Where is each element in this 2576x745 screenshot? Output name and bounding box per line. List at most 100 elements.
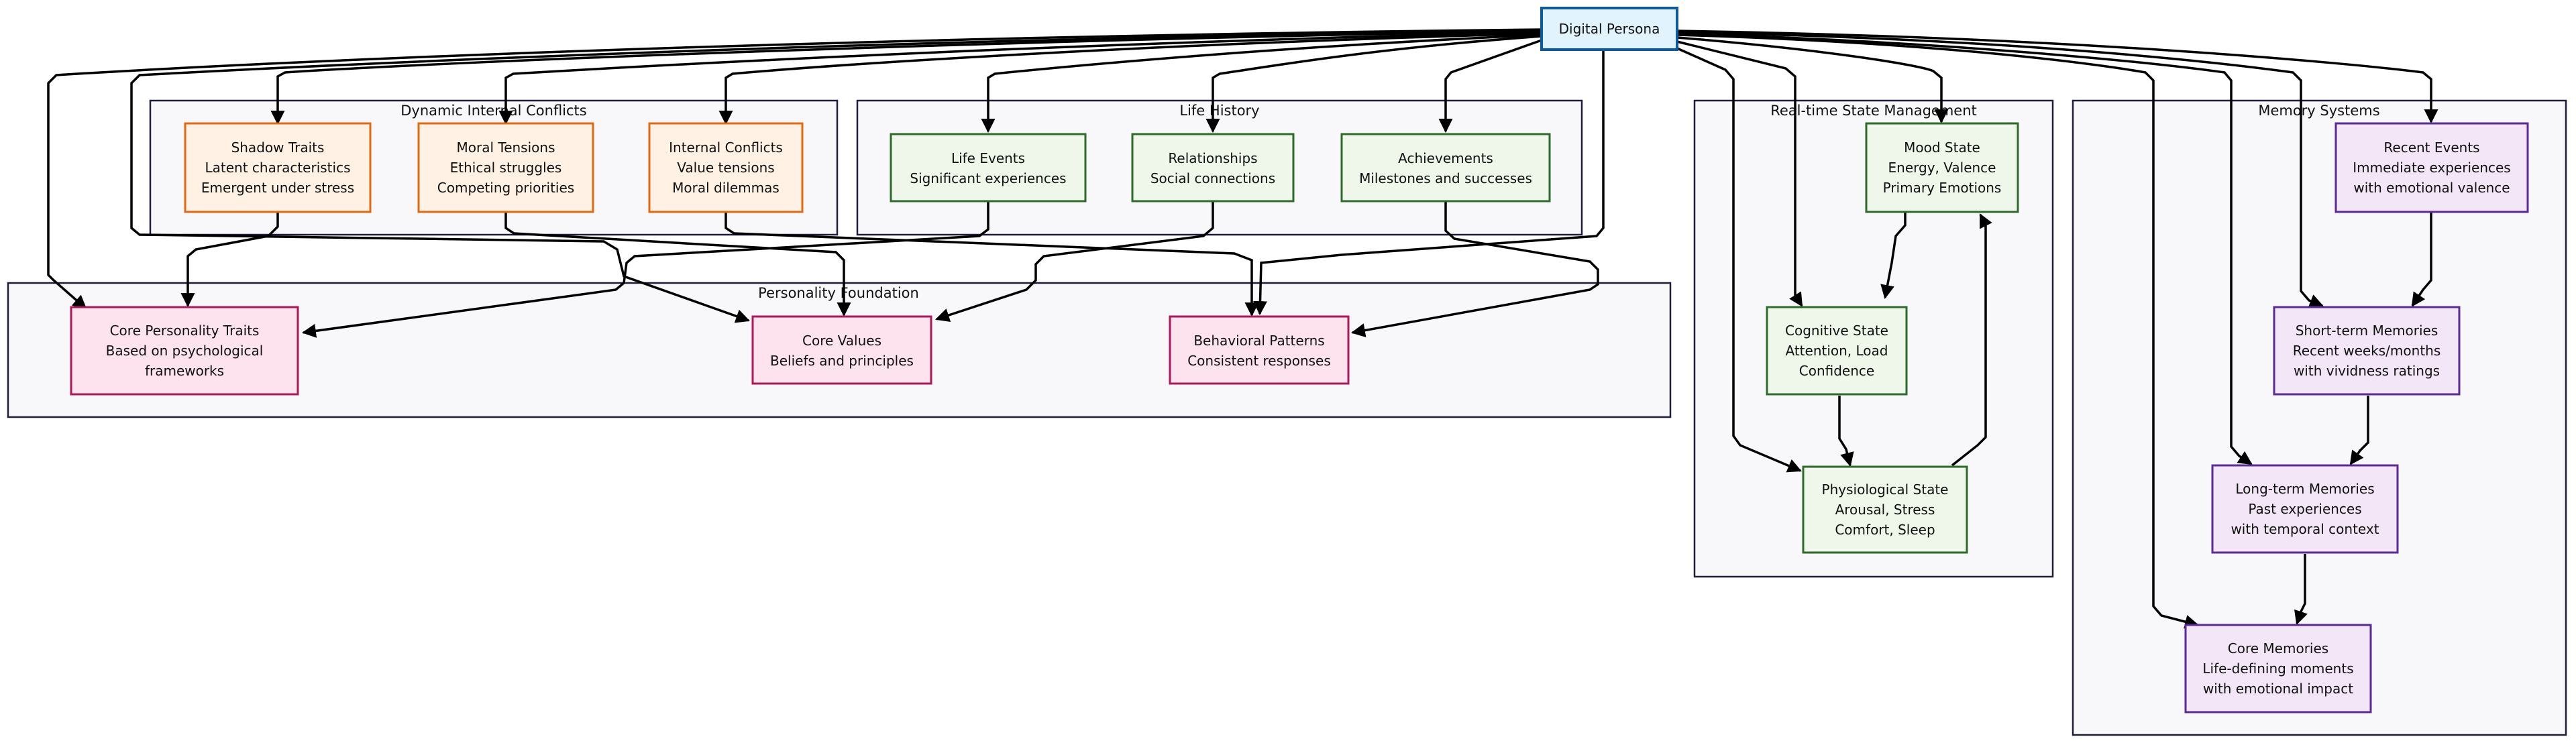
node-recent-events[interactable]: Recent Events Immediate experiences with…: [2334, 122, 2529, 213]
node-box: [70, 306, 299, 396]
node-label: Behavioral Patterns: [1193, 333, 1324, 349]
edge-shadow-coretraits: [180, 212, 279, 308]
edge-moral-corevalues: [504, 212, 851, 317]
edge-root-coretraits: [47, 28, 1542, 310]
cluster-title-realtime: Real-time State Management: [1770, 103, 1977, 119]
node-box: [751, 315, 932, 385]
node-label: Life Events: [951, 150, 1025, 166]
node-physiological-state[interactable]: Physiological State Arousal, Stress Comf…: [1802, 465, 1968, 554]
edge-achievements-behavioral: [1350, 201, 1599, 337]
edge-root-cognitive: [1676, 40, 1803, 307]
node-label: Immediate experiences: [2353, 160, 2510, 176]
node-label: Competing priorities: [437, 180, 574, 196]
node-mood-state[interactable]: Mood State Energy, Valence Primary Emoti…: [1865, 122, 2019, 213]
node-label: Arousal, Stress: [1835, 502, 1935, 518]
node-label: Long-term Memories: [2235, 481, 2374, 497]
edge-root-achievements: [1438, 39, 1542, 133]
node-shadow-traits[interactable]: Shadow Traits Latent characteristics Eme…: [184, 122, 372, 213]
edge-root-shortterm: [1676, 31, 2324, 308]
node-relationships[interactable]: Relationships Social connections: [1131, 133, 1295, 203]
edge-root-longterm: [1676, 32, 2253, 465]
node-label: Core Values: [802, 333, 881, 349]
node-label: Core Memories: [2228, 640, 2328, 656]
node-core-values[interactable]: Core Values Beliefs and principles: [751, 315, 932, 385]
nodes: Digital Persona Shadow Traits Latent cha…: [70, 7, 2529, 713]
node-label: Life-defining moments: [2202, 661, 2353, 677]
node-box: [2211, 464, 2399, 554]
node-label: Recent Events: [2383, 139, 2479, 156]
node-box: [1131, 133, 1295, 203]
edge-root-physio: [1676, 47, 1802, 473]
edge-root-corevalues: [130, 30, 1542, 323]
edge-root-corememories: [1676, 34, 2200, 629]
node-box: [1540, 7, 1678, 51]
edge-cognitive-physio: [1838, 396, 1854, 467]
cluster-title-memory: Memory Systems: [2258, 103, 2379, 119]
node-label: Emergent under stress: [201, 180, 354, 196]
node-label: frameworks: [145, 363, 224, 379]
node-achievements[interactable]: Achievements Milestones and successes: [1340, 133, 1551, 203]
node-behavioral-patterns[interactable]: Behavioral Patterns Consistent responses: [1169, 315, 1350, 385]
node-label: Milestones and successes: [1359, 170, 1532, 186]
node-label: Confidence: [1799, 363, 1874, 379]
edge-internal-behavioral: [724, 212, 1259, 317]
edge-root-behavioral: [1253, 47, 1605, 316]
edge-mood-cognitive: [1880, 212, 1907, 300]
edge-relationships-corevalues: [935, 201, 1214, 323]
cluster-title-conflicts: Dynamic Internal Conflicts: [400, 103, 587, 119]
node-label: Consistent responses: [1187, 353, 1331, 369]
node-cognitive-state[interactable]: Cognitive State Attention, Load Confiden…: [1766, 306, 1908, 396]
node-label: Short-term Memories: [2296, 323, 2438, 339]
node-label: Energy, Valence: [1888, 160, 1996, 176]
node-label: Ethical struggles: [450, 160, 562, 176]
node-box: [2334, 122, 2529, 213]
node-label: Attention, Load: [1786, 343, 1888, 359]
edge-root-mood: [1676, 36, 1949, 124]
node-label: Social connections: [1150, 170, 1275, 186]
node-box: [1169, 315, 1350, 385]
node-box: [1802, 465, 1968, 554]
node-label: Mood State: [1904, 139, 1980, 156]
edge-root-lifeevents: [981, 34, 1542, 133]
node-label: Moral Tensions: [457, 139, 555, 156]
node-label: with vividness ratings: [2294, 363, 2440, 379]
node-label: Comfort, Sleep: [1835, 522, 1935, 538]
edge-root-shadow: [270, 30, 1542, 125]
edge-root-moral: [498, 31, 1542, 125]
node-label: Primary Emotions: [1883, 180, 2002, 196]
node-label: Cognitive State: [1785, 323, 1888, 339]
edge-root-relationships: [1205, 35, 1542, 133]
node-label: Core Personality Traits: [110, 323, 260, 339]
node-box: [2273, 306, 2461, 396]
node-box: [184, 122, 372, 213]
node-long-term-memories[interactable]: Long-term Memories Past experiences with…: [2211, 464, 2399, 554]
node-label: with emotional valence: [2353, 180, 2510, 196]
node-label: Digital Persona: [1559, 21, 1660, 37]
node-digital-persona[interactable]: Digital Persona: [1540, 7, 1678, 51]
node-moral-tensions[interactable]: Moral Tensions Ethical struggles Competi…: [417, 122, 594, 213]
node-label: Internal Conflicts: [669, 139, 783, 156]
node-box: [890, 133, 1087, 203]
node-label: Past experiences: [2248, 501, 2361, 517]
node-life-events[interactable]: Life Events Significant experiences: [890, 133, 1087, 203]
node-internal-conflicts[interactable]: Internal Conflicts Value tensions Moral …: [648, 122, 804, 213]
node-core-memories[interactable]: Core Memories Life-defining moments with…: [2184, 624, 2372, 713]
node-label: Based on psychological: [106, 343, 264, 359]
cluster-title-history: Life History: [1179, 103, 1259, 119]
node-label: with temporal context: [2231, 521, 2379, 537]
edge-root-recent: [1676, 30, 2438, 124]
node-short-term-memories[interactable]: Short-term Memories Recent weeks/months …: [2273, 306, 2461, 396]
node-label: Achievements: [1398, 150, 1493, 166]
node-label: Beliefs and principles: [770, 353, 914, 369]
node-label: Physiological State: [1822, 481, 1949, 498]
node-box: [1865, 122, 2019, 213]
node-label: Moral dilemmas: [672, 180, 780, 196]
node-box: [1340, 133, 1551, 203]
edge-shortterm-longterm: [2349, 396, 2369, 465]
edge-physio-mood: [1951, 213, 1992, 467]
node-core-personality-traits[interactable]: Core Personality Traits Based on psychol…: [70, 306, 299, 396]
node-box: [2184, 624, 2372, 713]
node-label: Shadow Traits: [231, 139, 325, 156]
edge-longterm-corememories: [2294, 554, 2308, 625]
